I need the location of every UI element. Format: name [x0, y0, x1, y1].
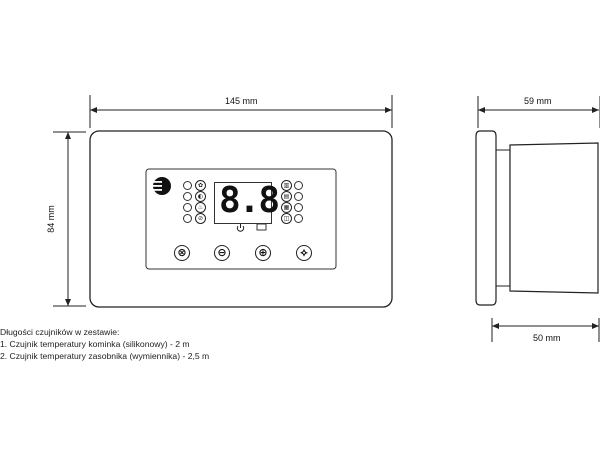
seven-segment-display — [214, 182, 272, 224]
pump-icon: ◐ — [195, 191, 206, 202]
boiler-icon: ▦ — [281, 202, 292, 213]
body-depth-label: 50 mm — [533, 333, 561, 343]
status-led — [294, 192, 303, 201]
fan-icon: ✿ — [195, 180, 206, 191]
status-led — [294, 181, 303, 190]
status-led — [183, 181, 192, 190]
status-led — [183, 192, 192, 201]
status-led — [183, 203, 192, 212]
height-label: 84 mm — [45, 205, 56, 233]
tap-icon: ⊘ — [195, 213, 206, 224]
status-led — [183, 214, 192, 223]
display-value: 8.8 — [219, 180, 280, 221]
heater-icon: ▤ — [281, 191, 292, 202]
radiator-icon: ▥ — [281, 180, 292, 191]
side-frame — [475, 130, 497, 306]
status-led — [294, 203, 303, 212]
status-led — [294, 214, 303, 223]
notes-line-2: 2. Czujnik temperatury zasobnika (wymien… — [0, 351, 210, 361]
notes-line-1: 1. Czujnik temperatury kominka (silikono… — [0, 339, 190, 349]
device-front-panel — [145, 168, 337, 270]
logo-icon — [153, 177, 171, 195]
side-frame-step — [496, 149, 511, 287]
minus-button[interactable]: ⊖ — [214, 245, 230, 261]
width-label: 145 mm — [225, 96, 258, 106]
tank-icon: ◫ — [281, 213, 292, 224]
plus-button[interactable]: ⊕ — [255, 245, 271, 261]
sensor-notes: Długości czujników w zestawie: 1. Czujni… — [0, 326, 209, 362]
depth-label: 59 mm — [524, 96, 552, 106]
battery-icon — [256, 223, 267, 231]
side-body — [509, 142, 599, 294]
flame-icon: ♨ — [195, 202, 206, 213]
exit-button[interactable]: ⊗ — [174, 245, 190, 261]
notes-heading: Długości czujników w zestawie: — [0, 327, 120, 337]
menu-button[interactable]: ⟡ — [296, 245, 312, 261]
